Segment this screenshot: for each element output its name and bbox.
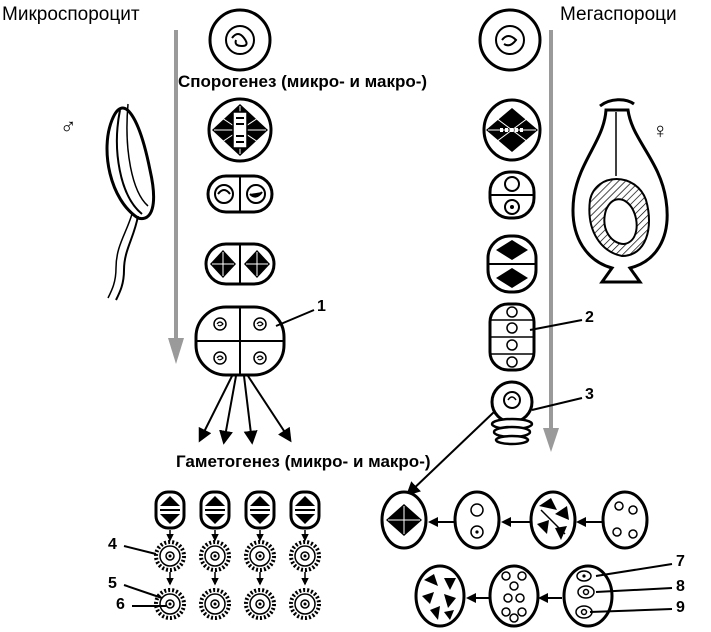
- right-progress-arrow: [543, 30, 559, 452]
- ovule-drawing: [573, 100, 667, 282]
- megaspore-linear-tetrad: [490, 304, 534, 370]
- microgametogenesis-grid: [124, 492, 319, 618]
- mega-sporocyte-cell: [480, 10, 540, 70]
- micro-metaphase-cell: [209, 99, 271, 161]
- callout-3-leader: [532, 398, 582, 410]
- megaspore-to-sac-arrow: [408, 412, 494, 494]
- callout-1-leader: [276, 310, 314, 326]
- callout-2-leader: [530, 320, 582, 330]
- micro-sporocyte-cell: [210, 10, 270, 70]
- mega-metaphase-cell: [484, 100, 540, 160]
- tetrad-split-arrows: [200, 376, 290, 442]
- functional-megaspore: [492, 382, 532, 444]
- mega-dyad-metaphase: [488, 236, 536, 292]
- megagametogenesis-sequence: [382, 492, 672, 626]
- anther-drawing: [107, 104, 154, 300]
- microspore-tetrad: [196, 307, 284, 375]
- micro-dyad: [208, 176, 272, 212]
- left-progress-arrow: [168, 30, 184, 364]
- micro-dyad-metaphase: [206, 244, 274, 284]
- mega-dyad: [490, 172, 534, 218]
